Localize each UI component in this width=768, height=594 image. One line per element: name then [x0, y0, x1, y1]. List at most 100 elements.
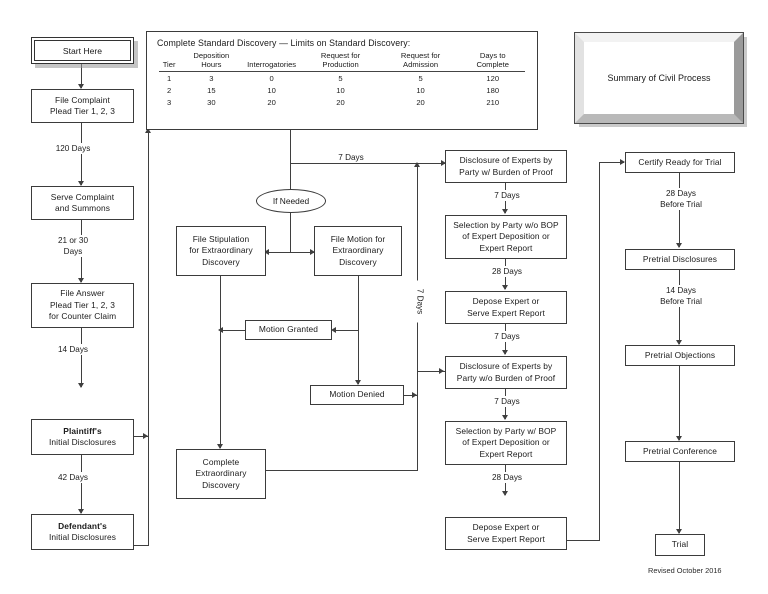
node-depose-expert-2[interactable]: Depose Expert or Serve Expert Report [445, 517, 567, 550]
arrowhead-down [502, 415, 508, 420]
edge-stipulation-down [220, 276, 222, 448]
arrowhead-down [676, 436, 682, 441]
node-plaintiff-disclosures-line2: Initial Disclosures [48, 437, 117, 447]
edge-disclosures-to-objections [679, 270, 681, 344]
edge-file-complaint-to-serve [81, 123, 83, 185]
arrowhead-down [78, 84, 84, 89]
cell: 2 [166, 85, 172, 95]
cell: 10 [416, 85, 425, 95]
node-file-motion[interactable]: File Motion for Extraordinary Discovery [314, 226, 402, 276]
node-certify-ready-for-trial[interactable]: Certify Ready for Trial [625, 152, 735, 173]
node-if-needed[interactable]: If Needed [256, 189, 326, 213]
node-start-here[interactable]: Start Here [31, 37, 134, 64]
cell: 10 [336, 85, 345, 95]
node-pretrial-disclosures[interactable]: Pretrial Disclosures [625, 249, 735, 270]
node-pretrial-conference[interactable]: Pretrial Conference [625, 441, 735, 462]
edge-plaintiff-to-defendant [81, 455, 83, 513]
cell: 5 [338, 73, 343, 83]
node-disclosure-experts-bop-label: Disclosure of Experts by Party w/ Burden… [459, 155, 553, 177]
edge-label-7-days-top: 7 Days [324, 152, 378, 163]
node-file-stipulation[interactable]: File Stipulation for Extraordinary Disco… [176, 226, 266, 276]
edge-objections-to-conference [679, 366, 681, 440]
arrowhead-down [355, 380, 361, 385]
edge-if-needed-down [290, 213, 292, 252]
cell: 210 [486, 97, 500, 107]
cell: 120 [486, 73, 500, 83]
node-serve-complaint-label: Serve Complaint and Summons [50, 191, 115, 214]
node-plaintiff-initial-disclosures[interactable]: Plaintiff's Initial Disclosures [31, 419, 134, 455]
edge-depose2-to-certify-h1 [567, 540, 600, 542]
cell: 0 [269, 73, 274, 83]
node-start-here-label: Start Here [34, 40, 131, 61]
arrowhead-down [217, 444, 223, 449]
node-pretrial-conference-label: Pretrial Conference [642, 445, 718, 456]
node-disclosure-experts-without-bop[interactable]: Disclosure of Experts by Party w/o Burde… [445, 356, 567, 389]
table-standard-discovery-limits: Tier Deposition Hours Interrogatories Re… [158, 51, 526, 108]
edge-label-7-days-a: 7 Days [480, 190, 534, 201]
cell: 30 [207, 97, 216, 107]
node-selection-with-bop[interactable]: Selection by Party w/ BOP of Expert Depo… [445, 421, 567, 465]
node-file-answer[interactable]: File Answer Plead Tier 1, 2, 3 for Count… [31, 283, 134, 328]
node-file-complaint[interactable]: File Complaint Plead Tier 1, 2, 3 [31, 89, 134, 123]
edge-answer-to-plaintiff [81, 328, 83, 387]
node-pretrial-objections-label: Pretrial Objections [644, 349, 716, 360]
edge-certify-to-pretrial-disclosures [679, 173, 681, 247]
node-selection-without-bop[interactable]: Selection by Party w/o BOP of Expert Dep… [445, 215, 567, 259]
edge-complete-to-rail [266, 470, 418, 472]
node-disclosure-experts-wo-bop-label: Disclosure of Experts by Party w/o Burde… [456, 361, 556, 383]
col-request-for-admission: Request for Admission [380, 51, 461, 72]
panel-standard-discovery-limits: Complete Standard Discovery — Limits on … [146, 31, 538, 130]
edge-7days-top [290, 163, 445, 165]
node-serve-complaint[interactable]: Serve Complaint and Summons [31, 186, 134, 220]
arrowhead-right [143, 433, 148, 439]
node-defendant-initial-disclosures[interactable]: Defendant's Initial Disclosures [31, 514, 134, 550]
node-pretrial-disclosures-label: Pretrial Disclosures [642, 253, 718, 264]
node-disclosure-experts-with-bop[interactable]: Disclosure of Experts by Party w/ Burden… [445, 150, 567, 183]
arrowhead-down [502, 285, 508, 290]
cell: 3 [166, 97, 172, 107]
node-defendant-disclosures-line2: Initial Disclosures [48, 532, 117, 542]
edge-defendant-to-rail [134, 545, 149, 547]
node-depose-expert-1[interactable]: Depose Expert or Serve Expert Report [445, 291, 567, 324]
arrowhead-down [78, 278, 84, 283]
cell: 20 [416, 97, 425, 107]
table-row: 2 15 10 10 10 180 [159, 84, 526, 96]
arrowhead-down [676, 340, 682, 345]
cell: 15 [207, 85, 216, 95]
node-certify-ready-label: Certify Ready for Trial [638, 156, 722, 167]
table-row: 3 30 20 20 20 210 [159, 96, 526, 108]
table-header-row: Tier Deposition Hours Interrogatories Re… [158, 51, 526, 72]
arrowhead-down [78, 509, 84, 514]
edge-label-14-days-before-trial: 14 Days Before Trial [641, 285, 721, 307]
arrowhead-right [310, 249, 315, 255]
edge-rail-into-disclosure-wo-bop [418, 371, 445, 373]
edge-label-7-days-b: 7 Days [480, 331, 534, 342]
page-title: Summary of Civil Process [607, 72, 711, 83]
arrowhead-left [218, 327, 223, 333]
edge-plaintiff-to-rail [134, 436, 148, 438]
edge-label-28-days-a: 28 Days [480, 266, 534, 277]
node-motion-granted[interactable]: Motion Granted [245, 320, 332, 340]
node-complete-extraordinary-discovery[interactable]: Complete Extraordinary Discovery [176, 449, 266, 499]
arrowhead-right [441, 160, 446, 166]
col-interrogatories: Interrogatories [243, 51, 301, 72]
node-trial[interactable]: Trial [655, 534, 705, 556]
edge-split-to-stipulation [266, 252, 291, 254]
arrowhead-down [78, 383, 84, 388]
edge-start-to-file-complaint [81, 64, 83, 88]
node-pretrial-objections[interactable]: Pretrial Objections [625, 345, 735, 366]
edge-label-42-days: 42 Days [36, 472, 110, 483]
arrowhead-down [502, 491, 508, 496]
arrowhead-down [676, 529, 682, 534]
node-file-stipulation-label: File Stipulation for Extraordinary Disco… [189, 233, 253, 267]
cell: 10 [267, 85, 276, 95]
arrowhead-up [414, 162, 420, 167]
col-tier: Tier [158, 51, 180, 72]
arrowhead-down [78, 181, 84, 186]
node-complete-extraordinary-label: Complete Extraordinary Discovery [195, 456, 247, 490]
arrowhead-down [502, 209, 508, 214]
node-motion-denied[interactable]: Motion Denied [310, 385, 404, 405]
node-if-needed-label: If Needed [272, 196, 310, 206]
edge-conference-to-trial [679, 462, 681, 533]
edge-granted-to-stipulation-rail [220, 330, 245, 332]
